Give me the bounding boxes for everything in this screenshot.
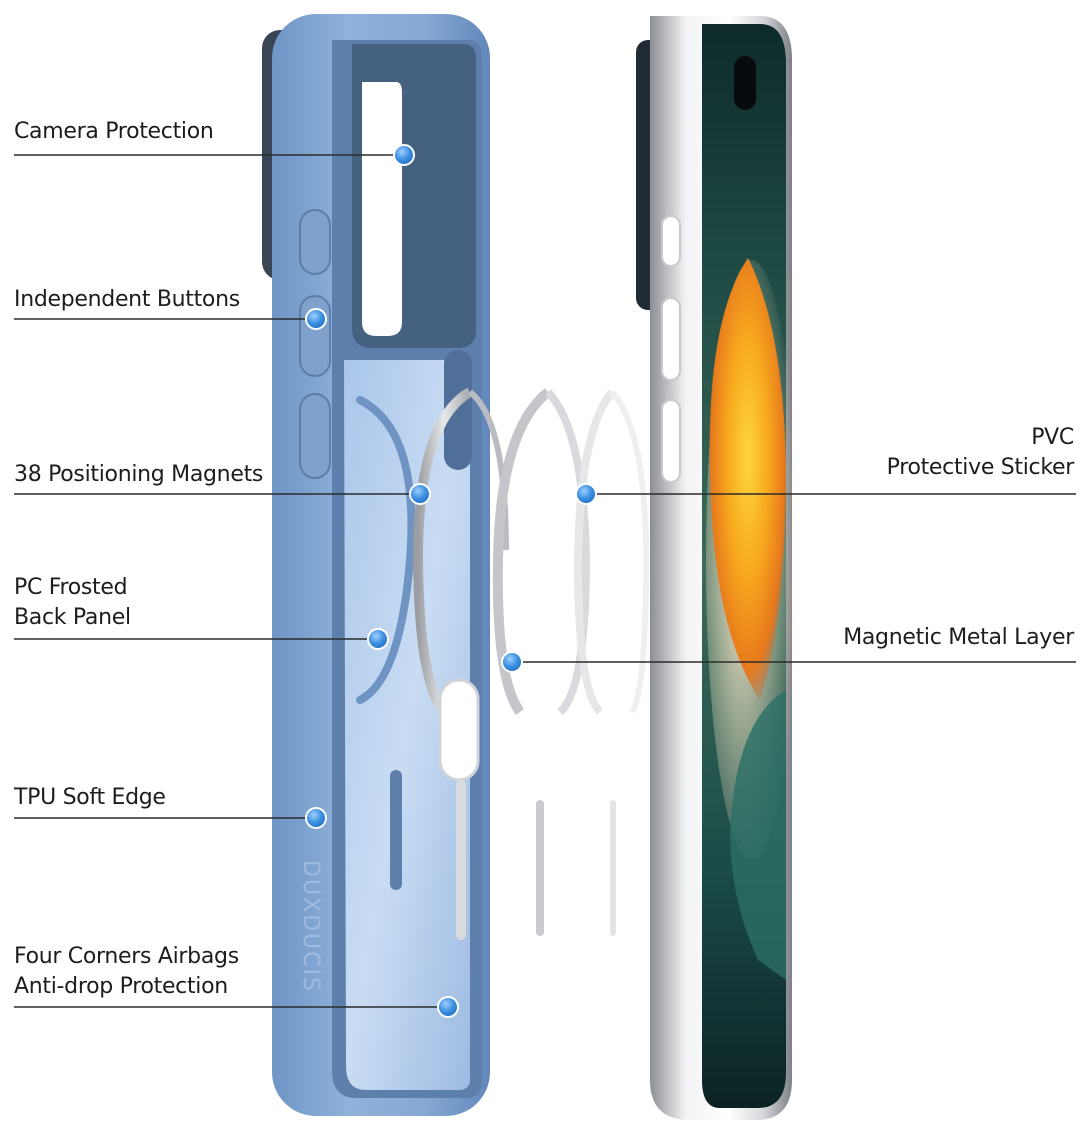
- callout-marker-icon: [367, 628, 389, 650]
- case-inner-slot: [444, 350, 472, 470]
- ring-magnets: [412, 387, 473, 716]
- callout-marker-icon: [409, 483, 431, 505]
- ring-magnets-tail: [456, 780, 466, 940]
- label-camera-protection: Camera Protection: [14, 117, 214, 147]
- case-button-bottom: [299, 393, 331, 479]
- ring-pvc-tail: [610, 800, 616, 936]
- ring-metal-layer-back: [545, 389, 591, 716]
- label-pvc-line1: PVC: [1031, 425, 1074, 450]
- label-independent-buttons-text: Independent Buttons: [14, 287, 240, 312]
- phone-button-voldown: [661, 399, 681, 483]
- label-camera-protection-text: Camera Protection: [14, 119, 214, 144]
- label-pc-frosted: PC Frosted Back Panel: [14, 573, 131, 633]
- label-positioning-magnets-text: 38 Positioning Magnets: [14, 462, 264, 487]
- label-pc-frosted-line1: PC Frosted: [14, 575, 128, 600]
- screen-flame: [709, 258, 786, 700]
- callout-marker-icon: [501, 651, 523, 673]
- callout-marker-icon: [305, 308, 327, 330]
- case-back-panel: [344, 360, 470, 1090]
- case-slot: [390, 770, 402, 890]
- label-pvc-sticker: PVC Protective Sticker: [886, 423, 1075, 483]
- dynamic-island: [734, 56, 756, 110]
- label-magnetic-metal-layer-text: Magnetic Metal Layer: [843, 625, 1074, 650]
- callout-marker-icon: [437, 996, 459, 1018]
- case-brand-text: DUXDUCIS: [298, 860, 323, 993]
- label-four-corners-line2: Anti-drop Protection: [14, 974, 228, 999]
- ring-metal-layer: [492, 388, 552, 715]
- label-tpu-soft-edge: TPU Soft Edge: [14, 783, 166, 813]
- label-positioning-magnets: 38 Positioning Magnets: [14, 460, 263, 490]
- case-button-middle: [299, 295, 331, 377]
- case-button-top: [299, 209, 331, 275]
- magnetic-rings: [412, 387, 650, 940]
- label-magnetic-metal-layer: Magnetic Metal Layer: [843, 623, 1074, 653]
- leader-lines: [14, 154, 1076, 1008]
- ring-magnets-back: [468, 389, 509, 551]
- label-pc-frosted-line2: Back Panel: [14, 605, 131, 630]
- screen-teal-wave: [730, 690, 786, 980]
- phone: [636, 16, 798, 1120]
- phone-case: DUXDUCIS: [262, 14, 490, 1116]
- magnet-arc-left: [356, 396, 416, 704]
- phone-button-volup: [661, 297, 681, 381]
- label-pvc-line2: Protective Sticker: [886, 455, 1075, 480]
- label-four-corners-line1: Four Corners Airbags: [14, 944, 239, 969]
- label-tpu-soft-edge-text: TPU Soft Edge: [14, 785, 166, 810]
- callout-marker-icon: [305, 807, 327, 829]
- camera-cutout-hole: [362, 82, 402, 336]
- ring-pvc: [573, 389, 616, 715]
- label-four-corners: Four Corners Airbags Anti-drop Protectio…: [14, 942, 239, 1002]
- callout-marker-icon: [575, 483, 597, 505]
- ring-pvc-back: [609, 390, 650, 714]
- label-independent-buttons: Independent Buttons: [14, 285, 240, 315]
- ring-magnets-tab: [438, 678, 480, 782]
- phone-button-action: [661, 215, 681, 267]
- ring-metal-tail: [536, 800, 544, 936]
- callout-markers: [305, 144, 597, 1018]
- callout-marker-icon: [393, 144, 415, 166]
